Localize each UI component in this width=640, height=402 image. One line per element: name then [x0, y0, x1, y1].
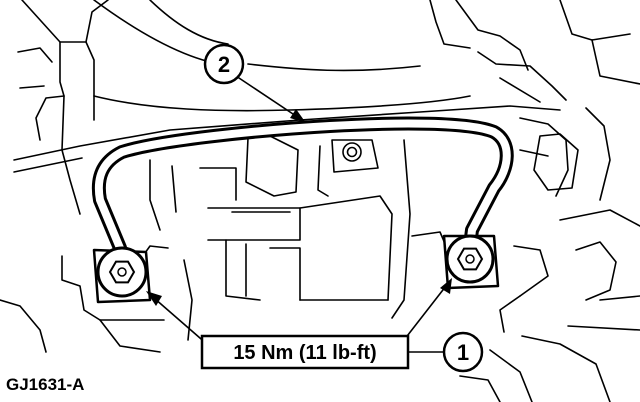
torque-spec-label: 15 Nm (11 lb-ft) — [233, 342, 376, 364]
left-strap-bolt — [92, 246, 152, 304]
ground-strap — [91, 116, 514, 255]
leader-line-left — [153, 297, 209, 346]
callout-1-number: 1 — [457, 340, 469, 365]
callout-2-number: 2 — [218, 52, 230, 77]
arrowhead-left-icon — [146, 291, 162, 306]
figure-id: GJ1631-A — [6, 375, 84, 394]
right-strap-bolt — [442, 234, 500, 290]
leader-line — [235, 75, 303, 121]
callout-1: 15 Nm (11 lb-ft) 1 — [146, 278, 484, 373]
arrowhead-icon — [290, 109, 306, 123]
torque-label-box — [200, 334, 410, 370]
callout-2: 2 — [203, 43, 306, 123]
leader-line-right — [403, 285, 447, 341]
arrowhead-right-icon — [440, 278, 452, 294]
